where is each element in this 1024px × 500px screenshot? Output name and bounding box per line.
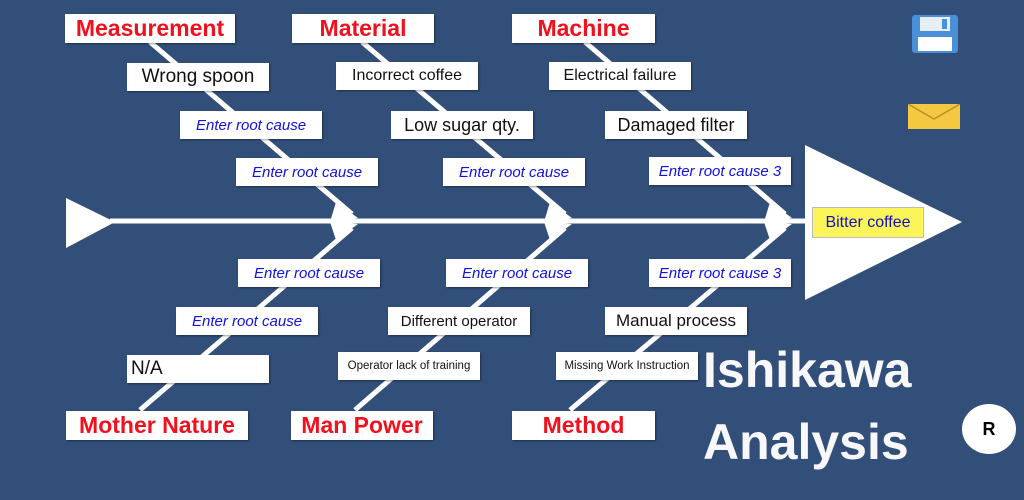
category-man-power[interactable]: Man Power bbox=[291, 411, 433, 440]
cause[interactable]: Incorrect coffee bbox=[336, 62, 478, 90]
cause[interactable]: Wrong spoon bbox=[127, 63, 269, 91]
category-measurement[interactable]: Measurement bbox=[65, 14, 235, 43]
cause[interactable]: Enter root cause bbox=[176, 307, 318, 335]
floppy-disk-icon[interactable] bbox=[912, 15, 958, 53]
cause[interactable]: Enter root cause bbox=[180, 111, 322, 139]
cause[interactable]: Enter root cause bbox=[236, 158, 378, 186]
cause[interactable]: Low sugar qty. bbox=[391, 111, 533, 139]
category-method[interactable]: Method bbox=[512, 411, 655, 440]
category-mother-nature[interactable]: Mother Nature bbox=[66, 411, 248, 440]
cause[interactable]: Enter root cause 3 bbox=[649, 259, 791, 287]
cause[interactable]: N/A bbox=[127, 355, 269, 383]
cause[interactable]: Operator lack of training bbox=[338, 352, 480, 380]
cause[interactable]: Different operator bbox=[388, 307, 530, 335]
category-machine[interactable]: Machine bbox=[512, 14, 655, 43]
cause[interactable]: Manual process bbox=[605, 307, 747, 335]
category-material[interactable]: Material bbox=[292, 14, 434, 43]
cause[interactable]: Enter root cause bbox=[238, 259, 380, 287]
tail-triangle bbox=[66, 198, 115, 248]
effect-box[interactable]: Bitter coffee bbox=[812, 207, 924, 238]
cause[interactable]: Missing Work Instruction bbox=[556, 352, 698, 380]
registered-badge: R bbox=[962, 404, 1016, 454]
cause[interactable]: Enter root cause bbox=[446, 259, 588, 287]
app-title-line2: Analysis bbox=[703, 414, 909, 470]
cause[interactable]: Enter root cause 3 bbox=[649, 157, 791, 185]
envelope-icon[interactable] bbox=[908, 104, 960, 129]
cause[interactable]: Enter root cause bbox=[443, 158, 585, 186]
cause[interactable]: Damaged filter bbox=[605, 111, 747, 139]
app-title-line1: Ishikawa bbox=[703, 342, 912, 398]
cause[interactable]: Electrical failure bbox=[549, 62, 691, 90]
